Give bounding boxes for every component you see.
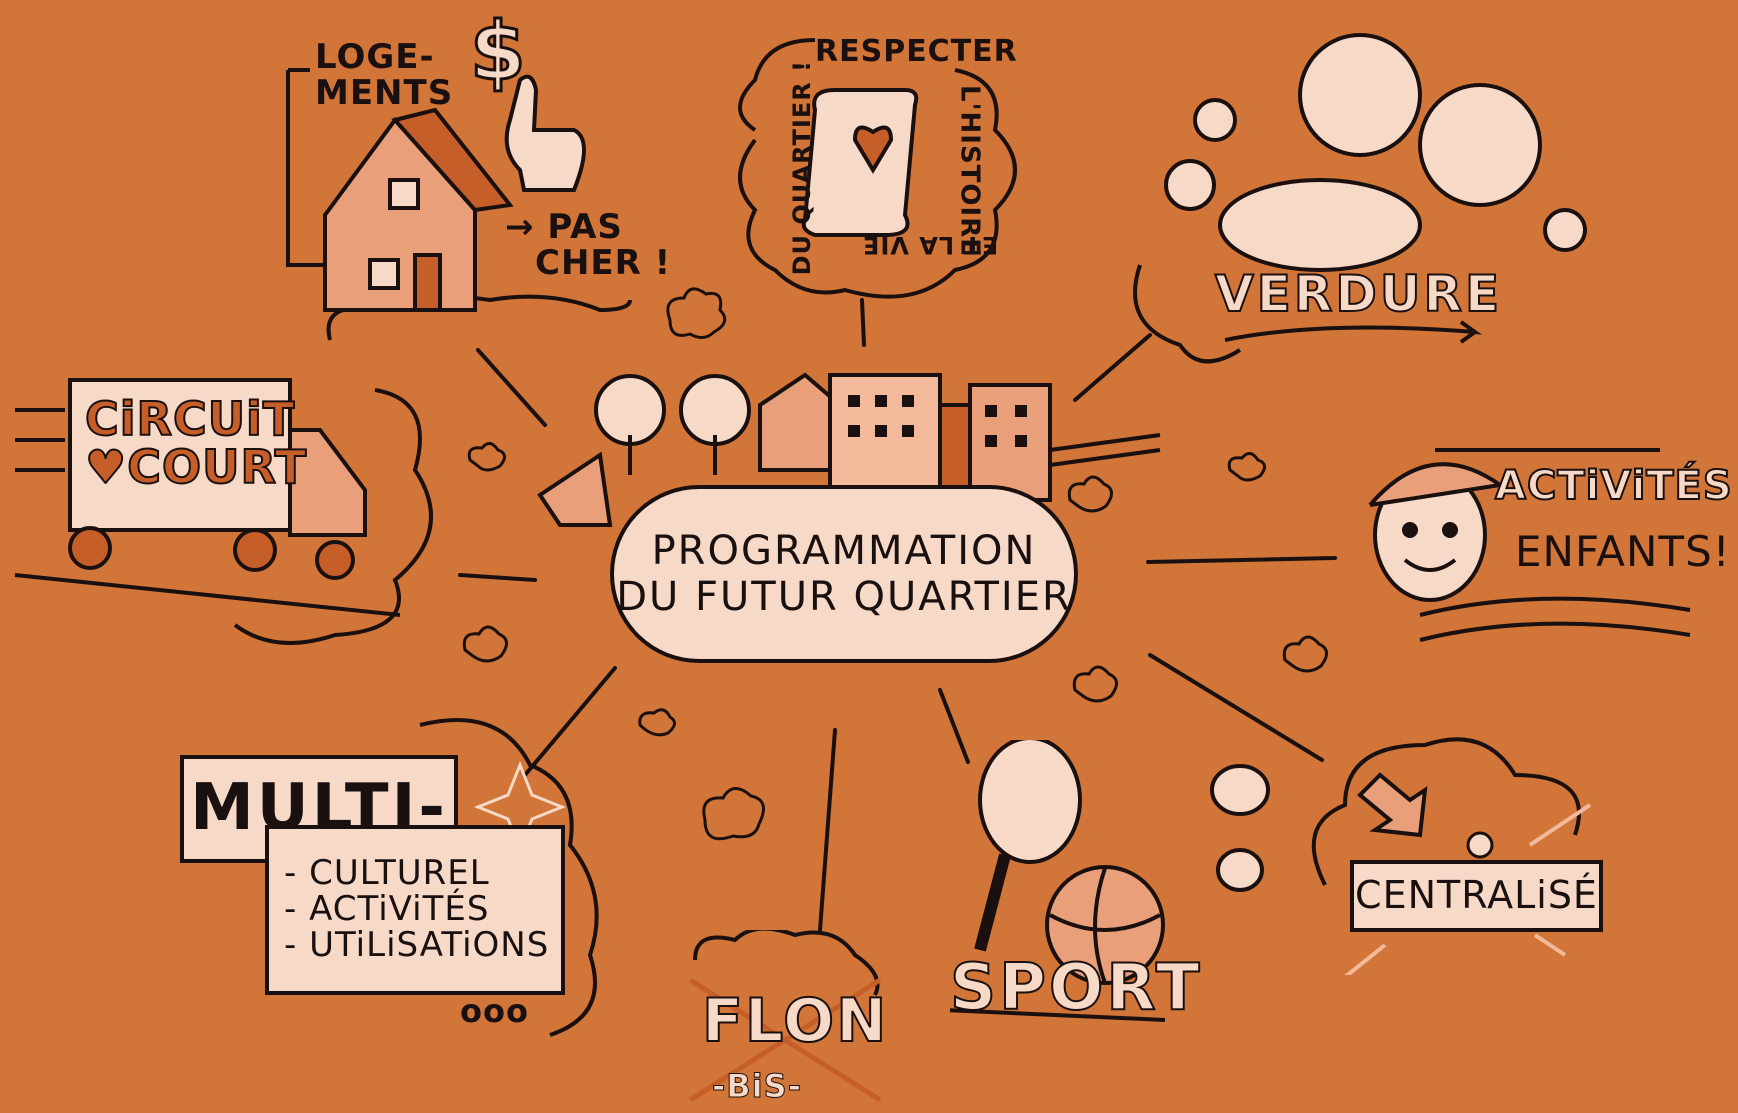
centralise-label: CENTRALiSÉ	[1355, 873, 1598, 918]
arrow-down-icon	[1357, 772, 1428, 838]
verdure-label: VERDURE	[1214, 265, 1503, 323]
cloud-doodle	[1282, 635, 1328, 673]
thumbs-up-icon	[504, 74, 586, 192]
cloud-doodle	[1072, 665, 1118, 703]
house-illustration	[286, 68, 632, 341]
centralise-illustration	[1311, 737, 1592, 975]
city-skyline-illustration	[537, 372, 1161, 527]
flon-sub: -BiS-	[712, 1067, 802, 1105]
connector-activites	[1146, 556, 1337, 564]
tree-icon	[1418, 83, 1542, 207]
flower-icon	[1543, 208, 1587, 252]
histoire-left: DU QUARTIER !	[788, 60, 816, 276]
multi-item-2: - ACTiViTÉS	[284, 889, 490, 930]
building-icon	[828, 373, 942, 502]
sport-label: SPORT	[949, 951, 1203, 1025]
histoire-right: L'HISTOIRE	[954, 85, 985, 257]
tree-icon	[594, 374, 666, 446]
connector-centralise	[1148, 653, 1324, 762]
multi-more: ooo	[460, 992, 529, 1030]
logements-note-line2: CHER !	[535, 242, 672, 283]
connector-verdure	[1073, 333, 1152, 402]
multi-item-1: - CULTUREL	[284, 853, 490, 894]
truck-cab	[288, 428, 367, 537]
tree-icon	[679, 374, 751, 446]
logements-title-line2: MENTS	[315, 72, 454, 113]
flon-illustration	[688, 930, 882, 1103]
cloud-doodle	[1227, 452, 1266, 482]
connector-histoire	[860, 298, 866, 347]
dollar-icon: $	[469, 5, 528, 98]
flon-title: FLON	[701, 986, 889, 1056]
cloud-doodle	[638, 708, 676, 737]
central-title-line2: DU FUTUR QUARTIER	[616, 574, 1072, 620]
circuit-line1: CiRCUiT	[84, 392, 296, 446]
cloud-doodle	[462, 625, 508, 663]
sport-illustration	[950, 740, 1270, 1022]
connector-logements	[476, 348, 547, 427]
cloud-doodle	[666, 287, 727, 339]
cloud-doodle	[467, 442, 506, 472]
tree-icon	[1298, 33, 1422, 157]
connector-multi	[523, 666, 617, 777]
flower-icon	[1164, 159, 1216, 211]
truck-box	[68, 378, 292, 532]
circuit-line2: ♥COURT	[84, 440, 308, 495]
trees-illustration	[1133, 33, 1587, 364]
flower-icon	[1193, 98, 1237, 142]
wheel-icon	[315, 540, 355, 580]
cloud-doodle	[702, 787, 765, 841]
histoire-bottom: ET LA VIE	[862, 231, 999, 260]
logements-title-line1: LOGE-	[315, 37, 435, 77]
activites-line1: ACTiViTÉS	[1494, 463, 1733, 509]
wheel-icon	[68, 526, 112, 570]
scroll-illustration	[738, 38, 1017, 299]
connector-circuit	[458, 573, 537, 582]
logements-note-line1: → PAS	[505, 207, 623, 247]
connector-sport	[938, 688, 970, 764]
child-illustration	[1368, 448, 1691, 642]
center-dot-icon	[1466, 831, 1494, 859]
multi-item-3: - UTiLiSATiONS	[284, 924, 550, 965]
wheel-icon	[233, 528, 277, 572]
truck-illustration	[14, 378, 433, 645]
centralise-card: CENTRALiSÉ	[1350, 860, 1603, 932]
building-icon	[968, 383, 1052, 502]
activites-line2: ENFANTS!	[1515, 527, 1731, 576]
cloud-doodle	[1067, 475, 1113, 513]
tennis-racket-icon	[978, 740, 1082, 864]
histoire-top: RESPECTER	[815, 34, 1018, 69]
cap-icon	[1368, 462, 1506, 507]
multi-list-card: - CULTUREL - ACTiViTÉS - UTiLiSATiONS	[265, 825, 565, 995]
connector-flon	[818, 728, 837, 932]
heart-icon	[852, 125, 894, 174]
central-title-line1: PROGRAMMATION	[651, 528, 1037, 574]
number-one-shape	[537, 451, 613, 527]
central-topic-cloud: PROGRAMMATION DU FUTUR QUARTIER	[610, 485, 1078, 663]
